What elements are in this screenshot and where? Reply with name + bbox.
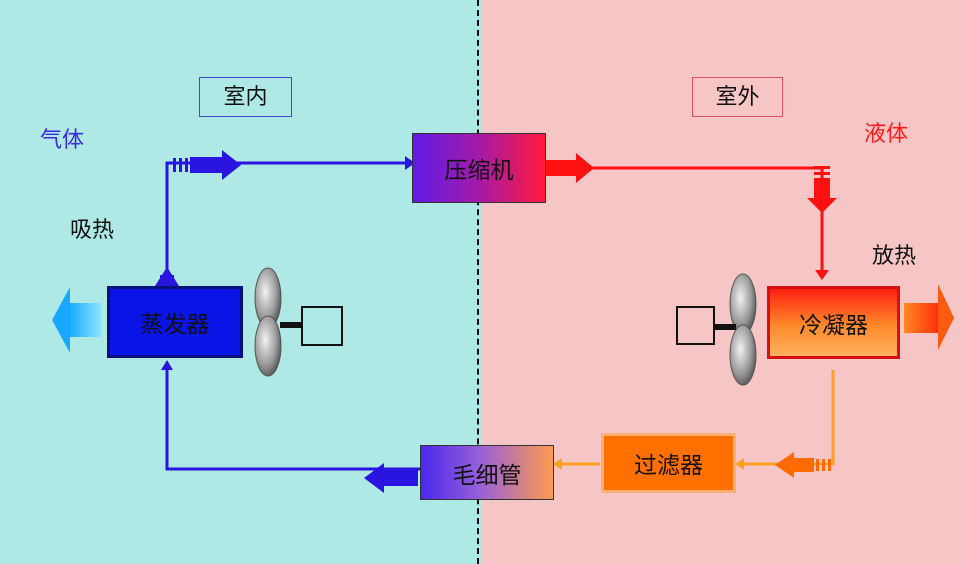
compressor-label: 压缩机 [444, 158, 514, 184]
capillary-box: 毛细管 [420, 445, 554, 500]
evaporator-label: 蒸发器 [140, 312, 210, 338]
suction-line [155, 150, 415, 287]
compressor-box: 压缩机 [412, 133, 546, 203]
indoor-label: 室内 [199, 77, 292, 117]
gas-state-label: 气体 [40, 128, 85, 153]
liquid-state-label: 液体 [864, 122, 909, 147]
discharge-line [546, 153, 837, 280]
capillary-label: 毛细管 [452, 462, 522, 489]
outdoor-label: 室外 [692, 77, 783, 117]
filter-box: 过滤器 [601, 433, 736, 493]
condenser-heat-arrow [904, 284, 954, 350]
evaporator-box: 蒸发器 [107, 286, 243, 358]
outdoor-fan-icon [676, 273, 757, 386]
heat-absorb-label: 吸热 [70, 218, 115, 243]
indoor-outdoor-divider [477, 0, 479, 564]
return-line [161, 360, 420, 493]
condenser-label: 冷凝器 [799, 312, 868, 339]
indoor-fan-icon [254, 267, 343, 377]
liquid-line [553, 370, 835, 478]
condenser-box: 冷凝器 [767, 286, 900, 359]
filter-label: 过滤器 [634, 453, 703, 479]
evaporator-heat-arrow [52, 287, 102, 353]
heat-release-label: 放热 [872, 244, 917, 269]
